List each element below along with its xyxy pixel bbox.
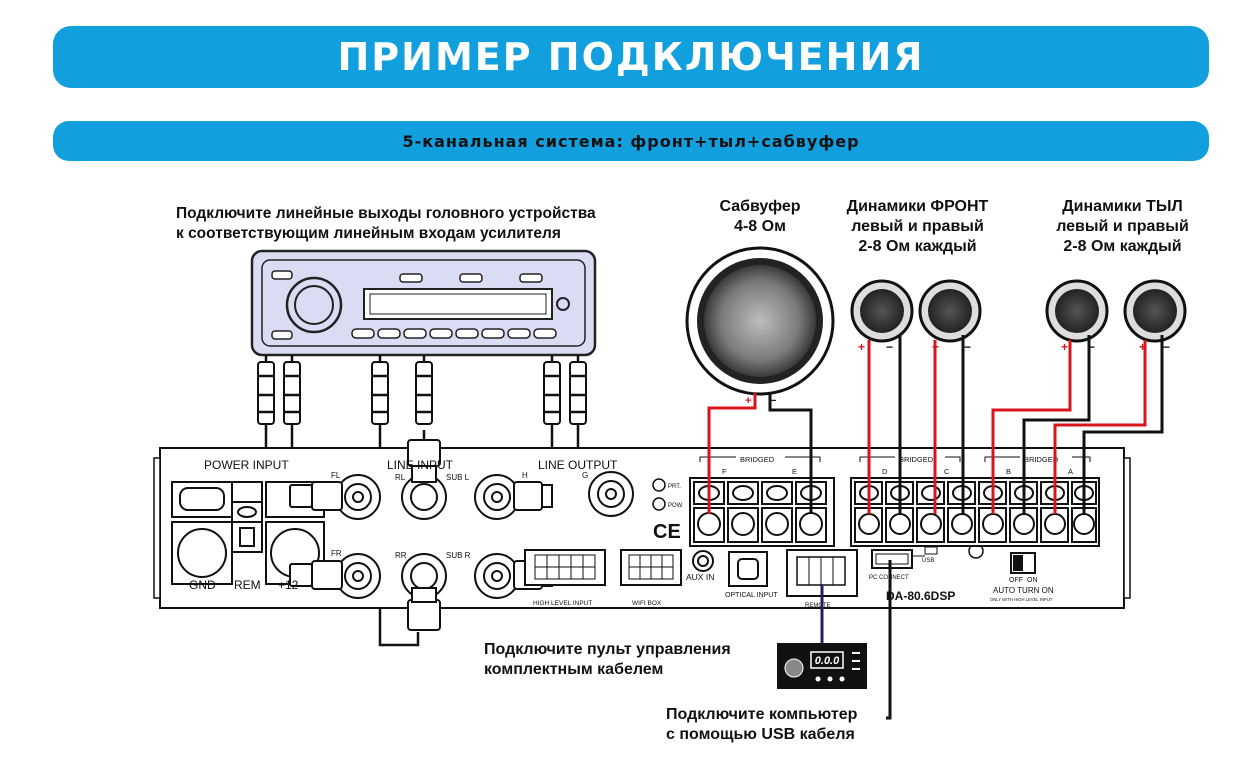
usb-caption: Подключите компьютер с помощью USB кабел… [666, 705, 857, 745]
speaker-terminal-block-left [689, 477, 835, 547]
subwoofer [685, 246, 835, 396]
rear-speaker-right [1123, 279, 1187, 343]
model-label: DA-80.6DSP [886, 589, 955, 603]
remote-caption-line2: комплектным кабелем [484, 661, 664, 678]
subwoofer-caption: Сабвуфер 4-8 Ом [695, 197, 825, 237]
line-input-label: LINE INPUT [387, 458, 454, 472]
front-left-plus-sign: + [858, 340, 865, 354]
ce-mark: CE [653, 521, 681, 543]
page-title: ПРИМЕР ПОДКЛЮЧЕНИЯ [337, 35, 925, 79]
front-speakers-caption: Динамики ФРОНТ левый и правый 2-8 Ом каж… [830, 197, 1005, 257]
subwoofer-caption-line2: 4-8 Ом [734, 218, 786, 235]
bridged-label-mid: BRIDGED [899, 455, 934, 464]
rear-left-minus-sign: − [1088, 340, 1095, 354]
head-unit-caption-line1: Подключите линейные выходы головного уст… [176, 205, 596, 222]
front-caption-line2: левый и правый [851, 218, 984, 235]
remote-port-label: REMOTE [805, 603, 831, 609]
power-input-label: POWER INPUT [204, 458, 289, 472]
switch-off-label: OFF [1009, 577, 1023, 584]
channel-c-label: C [944, 467, 950, 476]
head-unit-caption: Подключите линейные выходы головного уст… [176, 204, 596, 244]
high-level-input-label: HIGH LEVEL INPUT [533, 600, 592, 607]
front-caption-line3: 2-8 Ом каждый [858, 238, 977, 255]
page-subtitle: 5-канальная система: фронт+тыл+сабвуфер [402, 131, 860, 151]
front-left-minus-sign: − [886, 340, 893, 354]
rl-label: RL [395, 473, 406, 482]
prt-label: PRT. [668, 484, 681, 490]
head-unit-caption-line2: к соответствующим линейным входам усилит… [176, 225, 561, 242]
front-right-minus-sign: − [964, 340, 971, 354]
channel-d-label: D [882, 467, 888, 476]
fr-label: FR [331, 549, 342, 558]
power-led-icon [652, 497, 666, 511]
g-label: G [582, 471, 588, 480]
channel-e-label: E [792, 467, 797, 476]
front-caption-line1: Динамики ФРОНТ [846, 198, 989, 215]
switch-on-label: ON [1027, 577, 1038, 584]
bridged-label-right: BRIDGED [1024, 455, 1059, 464]
rca-plug-rings [258, 374, 586, 414]
rear-right-minus-sign: − [1163, 340, 1170, 354]
sub-minus-sign: − [770, 395, 776, 407]
rca-plugs [257, 361, 587, 425]
line-output-label: LINE OUTPUT [538, 458, 618, 472]
remote-control: 0.0.0 [777, 643, 867, 689]
rear-caption-line1: Динамики ТЫЛ [1062, 198, 1183, 215]
rem-label: REM [234, 578, 261, 592]
sub-l-label: SUB L [446, 473, 470, 482]
channel-a-label: A [1068, 467, 1073, 476]
rear-left-plus-sign: + [1061, 340, 1068, 354]
auto-turn-on-label: AUTO TURN ON [993, 586, 1054, 595]
sub-plus-sign: + [745, 395, 751, 407]
wifi-box-label: WIFI BOX [632, 600, 662, 607]
optical-input-port [728, 551, 768, 587]
usb-cable [886, 560, 892, 720]
h-label: H [522, 471, 528, 480]
usb-caption-line2: с помощью USB кабеля [666, 726, 855, 743]
rr-label: RR [395, 551, 407, 560]
subwoofer-caption-line1: Сабвуфер [719, 198, 801, 215]
subtitle-banner: 5-канальная система: фронт+тыл+сабвуфер [53, 121, 1209, 161]
aux-in-label: AUX IN [686, 572, 714, 582]
head-unit [250, 249, 597, 357]
auto-note-label: ONLY WITH HIGH LEVEL INPUT [990, 597, 1053, 602]
plus12-label: +12 [278, 578, 299, 592]
remote-caption-line1: Подключите пульт управления [484, 641, 731, 658]
prt-led-icon [652, 478, 666, 492]
front-speaker-left [850, 279, 914, 343]
pow-label: POW. [668, 503, 684, 509]
sub-r-label: SUB R [446, 551, 471, 560]
speaker-wires [707, 335, 1164, 514]
rear-speakers-caption: Динамики ТЫЛ левый и правый 2-8 Ом кажды… [1035, 197, 1210, 257]
gnd-label: GND [189, 578, 216, 592]
rear-right-plus-sign: + [1139, 340, 1146, 354]
rear-caption-line3: 2-8 Ом каждый [1063, 238, 1182, 255]
fl-label: FL [331, 471, 341, 480]
usb-caption-line1: Подключите компьютер [666, 706, 858, 723]
rear-caption-line2: левый и правый [1056, 218, 1189, 235]
remote-caption: Подключите пульт управления комплектным … [484, 640, 731, 680]
bridged-label-left: BRIDGED [740, 455, 775, 464]
channel-f-label: F [722, 467, 727, 476]
rear-speaker-left [1045, 279, 1109, 343]
usb-label: USB [922, 558, 934, 564]
title-banner: ПРИМЕР ПОДКЛЮЧЕНИЯ [53, 26, 1209, 88]
speaker-terminal-block-right [850, 477, 1100, 547]
optical-input-label: OPTICAL INPUT [725, 592, 778, 599]
remote-display-value: 0.0.0 [815, 655, 840, 667]
channel-b-label: B [1006, 467, 1011, 476]
front-speaker-right [918, 279, 982, 343]
